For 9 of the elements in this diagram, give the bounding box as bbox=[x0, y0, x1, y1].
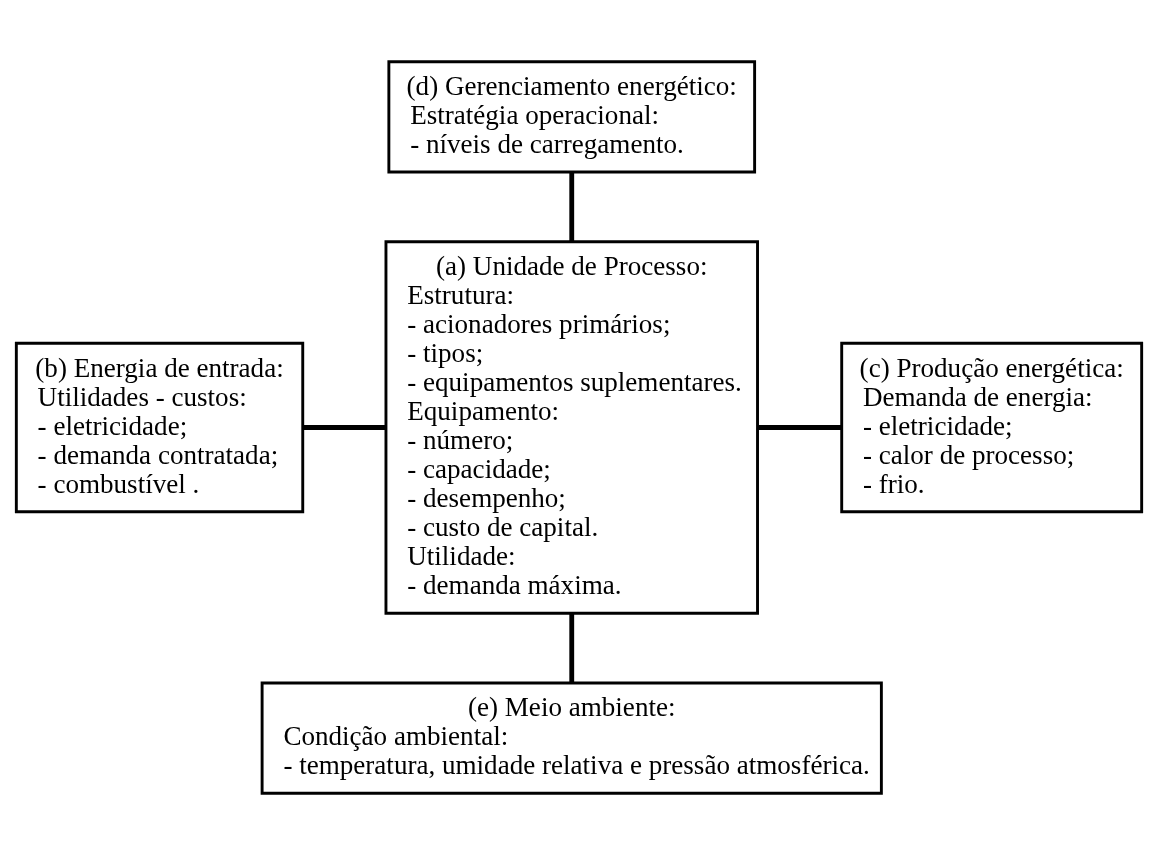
connector bbox=[569, 613, 575, 683]
node-box: (b) Energia de entrada: Utilidades - custos: - eletricidade; - demanda contratada; - combustível . bbox=[14, 341, 305, 513]
node-box: (d) Gerenciamento energético: Estratégia operacional: - níveis de carregamento. bbox=[387, 59, 757, 173]
node-box: (a) Unidade de Processo: Estrutura: - acionadores primários; - tipos; - equipamentos suplementares. Equipamento: - número; - capacidade; - desempenho; - custo de capital. Utilidade: - demanda máxima. bbox=[384, 239, 759, 615]
connector bbox=[303, 424, 386, 430]
connector bbox=[757, 424, 842, 430]
node-box: (e) Meio ambiente: Condição ambiental: - temperatura, umidade relativa e pressão atmosférica. bbox=[260, 681, 883, 795]
node-box: (c) Produção energética: Demanda de energia: - eletricidade; - calor de processo; - frio. bbox=[840, 341, 1144, 513]
connector bbox=[569, 171, 575, 241]
